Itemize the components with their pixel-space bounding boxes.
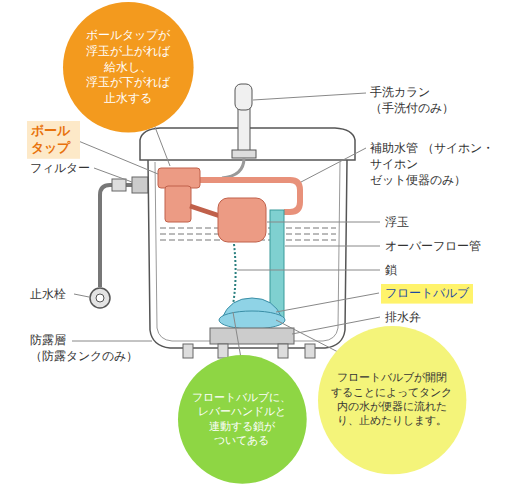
part-tag: フロートバルブ [381,284,473,304]
tank-wall [148,160,347,348]
faucet-pipe [238,104,250,154]
float-arm [190,206,220,216]
ball-tap-body [158,168,200,188]
node-text: フロートバルブに、 レバーハンドルと 連動する鎖が ついてある [190,391,294,448]
faucet-hose [222,158,244,178]
leader-lines [72,93,380,364]
part-label: 排水弁 [385,309,421,325]
tag-fill [381,284,473,304]
part-label: 鎖 [385,262,397,278]
circle-fill [63,2,194,133]
circle-fill [178,355,307,484]
node-text: ボールタップが 浮玉が上がれば 給水し、 浮玉が下がれば 止水する [82,28,174,106]
drain-valve [210,328,294,344]
chain [232,244,236,310]
part-label: 補助水管 （サイホン・サイホン ゼット便器のみ） [370,140,502,189]
tag-fill [27,121,80,159]
insulation-layer [155,162,340,341]
float-ball [218,198,266,242]
part-label: 浮玉 [385,214,409,230]
callout-circle: ボールタップが 浮玉が上がれば 給水し、 浮玉が下がれば 止水する [62,1,195,134]
faucet-nut [232,150,256,158]
node-text: ボール タップ [31,123,76,157]
supply-pipe [100,185,150,287]
part-label: 手洗カラン （手洗付のみ） [370,84,462,116]
ball-tap-valve [165,186,191,222]
part-label: 防露層 （防露タンクのみ） [30,332,148,364]
node-text: フロートバルブが開閉 することによってタンク 内の水が便器に流れた り、止めたり… [329,371,455,428]
stop-valve-core [96,294,104,302]
overflow-pipe [270,210,284,318]
part-label: 止水栓 [30,286,66,302]
filter-part [132,177,148,193]
stop-valve [90,288,110,308]
pipe-nut [112,179,126,191]
faucet-spout [235,84,252,110]
part-label: オーバーフロー管 [385,238,481,254]
float-valve [219,311,285,329]
part-tag: ボール タップ [27,121,80,159]
circle-fill [318,326,466,474]
callout-circle: フロートバルブに、 レバーハンドルと 連動する鎖が ついてある [177,354,308,485]
callout-circle: フロートバルブが開閉 することによってタンク 内の水が便器に流れた り、止めたり… [317,325,467,475]
part-label: フィルター [30,160,90,176]
node-text: フロートバルブ [385,286,469,302]
